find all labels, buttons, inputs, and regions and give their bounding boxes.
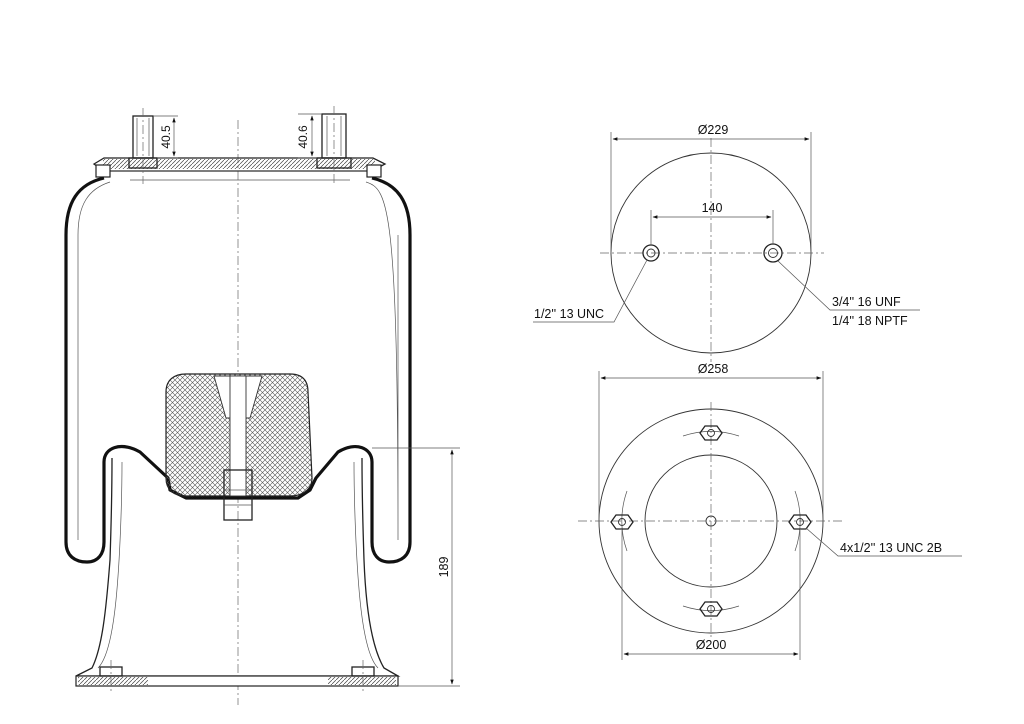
top-view: Ø229 140 1/2'' 13 UNC 3/4'' 16 UNF 1/4''… — [533, 123, 920, 362]
bolt-circle-arc-right — [794, 490, 801, 552]
base-nut-right — [788, 514, 812, 530]
top-bead-plate — [92, 157, 387, 181]
side-view: 40.5 40.6 — [64, 106, 460, 705]
bolt-circle-label: Ø200 — [696, 638, 727, 652]
stud-height-dimension-left: 40.5 — [153, 115, 178, 159]
piston — [75, 457, 401, 694]
right-stud-port-label: 1/4'' 18 NPTF — [832, 314, 908, 328]
right-air-fitting-stud — [316, 106, 352, 184]
right-stud-leader: 3/4'' 16 UNF 1/4'' 18 NPTF — [777, 260, 920, 328]
stud-spacing-label: 140 — [702, 201, 723, 215]
right-stud-thread-label: 3/4'' 16 UNF — [832, 295, 901, 309]
base-outer-diameter-label: Ø258 — [698, 362, 729, 376]
base-nut-bottom — [699, 601, 723, 617]
stud-height-right-label: 40.6 — [296, 125, 310, 149]
base-outer-diameter-dimension: Ø258 — [598, 362, 824, 521]
bolt-circle-arc-left — [621, 490, 628, 552]
base-nut-left — [610, 514, 634, 530]
bolt-circle-arc-bottom — [682, 605, 740, 611]
left-stud-thread-label: 1/2'' 13 UNC — [534, 307, 604, 321]
rubber-bellow — [64, 176, 412, 564]
stud-height-dimension-right: 40.6 — [296, 113, 322, 159]
left-stud-leader: 1/2'' 13 UNC — [533, 259, 648, 323]
bolt-thread-leader: 4x1/2'' 13 UNC 2B — [805, 527, 962, 557]
top-diameter-dimension: Ø229 — [610, 123, 812, 253]
overall-height-label: 189 — [437, 557, 451, 578]
stud-spacing-dimension: 140 — [650, 201, 774, 245]
left-mounting-stud — [128, 108, 158, 184]
bolt-circle-arc-top — [682, 431, 740, 437]
bolt-thread-label: 4x1/2'' 13 UNC 2B — [840, 541, 942, 555]
base-nut-top — [699, 425, 723, 441]
top-diameter-label: Ø229 — [698, 123, 729, 137]
internal-bumper — [165, 373, 313, 521]
stud-height-left-label: 40.5 — [159, 125, 173, 149]
bolt-circle-dimension: Ø200 — [621, 530, 801, 660]
overall-height-dimension: 189 — [372, 447, 460, 687]
bottom-view: Ø258 Ø200 4x1/2'' 13 UNC 2B — [578, 362, 962, 660]
